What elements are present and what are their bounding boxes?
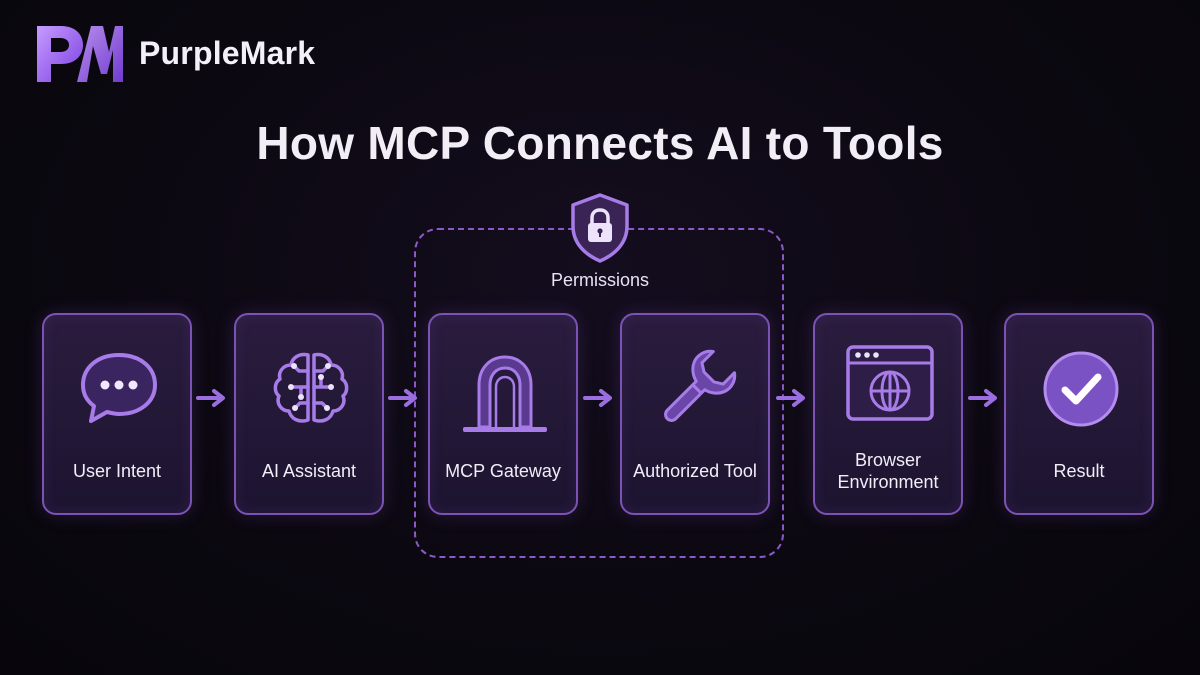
arrow-right-icon: [196, 389, 225, 407]
step-label: User Intent: [72, 461, 162, 481]
gateway-arch-icon: [463, 355, 547, 432]
arrow-right-icon: [968, 389, 997, 407]
arrow-right-icon: [388, 389, 417, 407]
chat-bubble-icon: [81, 353, 157, 423]
brain-circuit-icon: [273, 352, 349, 423]
step-label: AI Assistant: [261, 461, 357, 481]
step-user-intent: User Intent: [42, 313, 192, 515]
check-circle-icon: [1043, 351, 1119, 427]
step-label: MCP Gateway: [445, 461, 561, 481]
step-label: Authorized Tool: [633, 461, 757, 481]
step-authorized-tool: Authorized Tool: [620, 313, 770, 515]
wrench-icon: [664, 349, 737, 422]
step-label: Browser Environment: [837, 450, 939, 492]
lock-shield-icon: [571, 193, 629, 263]
step-browser-environment: Browser Environment: [813, 313, 963, 515]
step-result: Result: [1004, 313, 1154, 515]
page-title: How MCP Connects AI to Tools: [256, 117, 944, 169]
step-mcp-gateway: MCP Gateway: [428, 313, 578, 515]
step-label: Result: [1053, 461, 1105, 481]
permissions-label: Permissions: [550, 270, 650, 290]
brand: PurpleMark: [33, 22, 315, 84]
step-ai-assistant: AI Assistant: [234, 313, 384, 515]
pm-monogram-icon: [37, 26, 123, 82]
browser-globe-icon: [846, 345, 934, 421]
arrow-right-icon: [776, 389, 805, 407]
arrow-right-icon: [583, 389, 612, 407]
brand-name: PurpleMark: [139, 34, 316, 71]
